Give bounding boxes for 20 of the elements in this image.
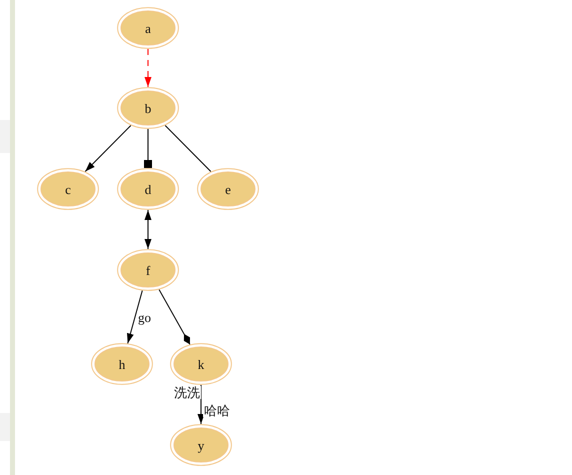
arrow	[198, 384, 204, 424]
ellipse-node: a	[117, 7, 179, 49]
ellipse-node: y	[170, 424, 232, 466]
connector-line	[164, 125, 212, 172]
connector-line	[144, 128, 152, 168]
double-arrow	[144, 210, 152, 250]
ellipse-node: d	[117, 168, 179, 210]
ellipse-node: c	[37, 168, 99, 210]
ellipse-node: k	[170, 343, 232, 385]
edge-label: go	[137, 311, 152, 324]
connector-line	[158, 289, 190, 345]
ellipse-node: b	[117, 87, 179, 129]
ellipse-node: f	[117, 249, 179, 291]
edge-label: 哈哈	[203, 404, 231, 417]
ellipse-node: e	[197, 168, 259, 210]
arrow	[144, 48, 152, 88]
arrow	[127, 290, 143, 344]
ellipse-node: h	[91, 343, 153, 385]
arrow	[84, 125, 132, 172]
text-label: 洗洗	[173, 386, 201, 399]
